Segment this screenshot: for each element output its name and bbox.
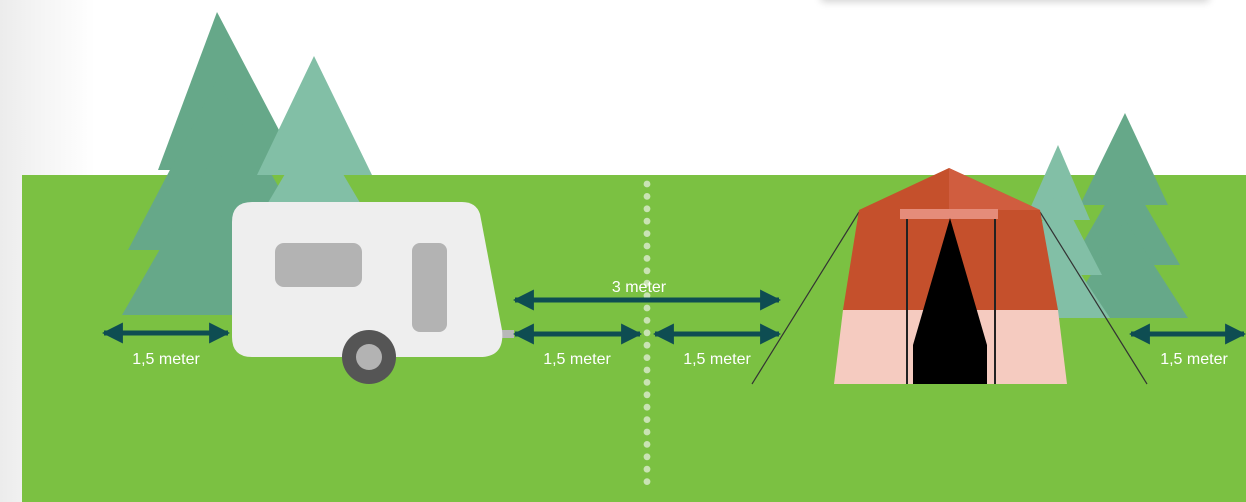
divider-dot	[644, 218, 651, 225]
divider-dot	[644, 243, 651, 250]
divider-dot	[644, 193, 651, 200]
divider-dot	[644, 367, 651, 374]
distance-label-right: 1,5 meter	[1160, 351, 1228, 368]
divider-dot	[644, 342, 651, 349]
divider-dot	[644, 453, 651, 460]
distance-label-center: 3 meter	[612, 279, 667, 296]
divider-dot	[644, 354, 651, 361]
caravan-door	[412, 243, 447, 332]
divider-dot	[644, 466, 651, 473]
distance-label-tent-left: 1,5 meter	[683, 351, 751, 368]
divider-dot	[644, 205, 651, 212]
divider-dot	[644, 404, 651, 411]
divider-dot	[644, 379, 651, 386]
distance-label-caravan-right: 1,5 meter	[543, 351, 611, 368]
caravan-window	[275, 243, 362, 287]
caravan-icon	[232, 202, 514, 384]
divider-dot	[644, 416, 651, 423]
divider-dot	[644, 391, 651, 398]
divider-dot	[644, 267, 651, 274]
divider-dot	[644, 329, 651, 336]
divider-dot	[644, 305, 651, 312]
divider-dot	[644, 429, 651, 436]
distance-label-left: 1,5 meter	[132, 351, 200, 368]
divider-dot	[644, 181, 651, 188]
divider-dot	[644, 255, 651, 262]
divider-dot	[644, 441, 651, 448]
divider-dot	[644, 317, 651, 324]
divider-dot	[644, 478, 651, 485]
divider-dot	[644, 230, 651, 237]
